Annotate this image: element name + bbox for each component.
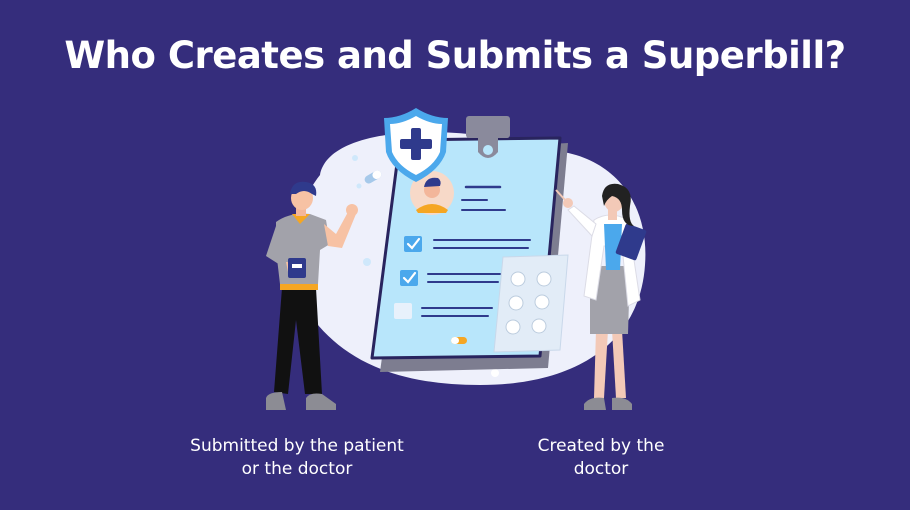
patient-caption: Submitted by the patient or the doctor (166, 435, 428, 481)
sparkle-dot (356, 183, 362, 189)
doctor-caption-line1: Created by the (537, 436, 665, 456)
patient-figure (266, 181, 358, 410)
capsule-icon (451, 337, 467, 344)
page-title: Who Creates and Submits a Superbill? (64, 34, 846, 77)
checkbox-icon (404, 236, 422, 252)
patient-caption-line1: Submitted by the patient (190, 436, 404, 456)
checkbox-icon (394, 303, 412, 319)
sparkle-dot (491, 369, 499, 377)
patient-caption-line2: or the doctor (241, 459, 353, 479)
clipboard-clip (466, 116, 510, 158)
capsule-icon (364, 170, 382, 184)
sparkle-dot (352, 155, 358, 161)
pill-pack-icon (493, 254, 569, 353)
doctor-caption: Created by the doctor (500, 435, 702, 481)
avatar-icon (410, 171, 454, 215)
checkbox-icon (400, 270, 418, 286)
sparkle-dot (363, 258, 371, 266)
shield-plus-icon (384, 108, 448, 182)
doctor-figure (555, 183, 647, 410)
doctor-caption-line2: doctor (573, 459, 629, 479)
